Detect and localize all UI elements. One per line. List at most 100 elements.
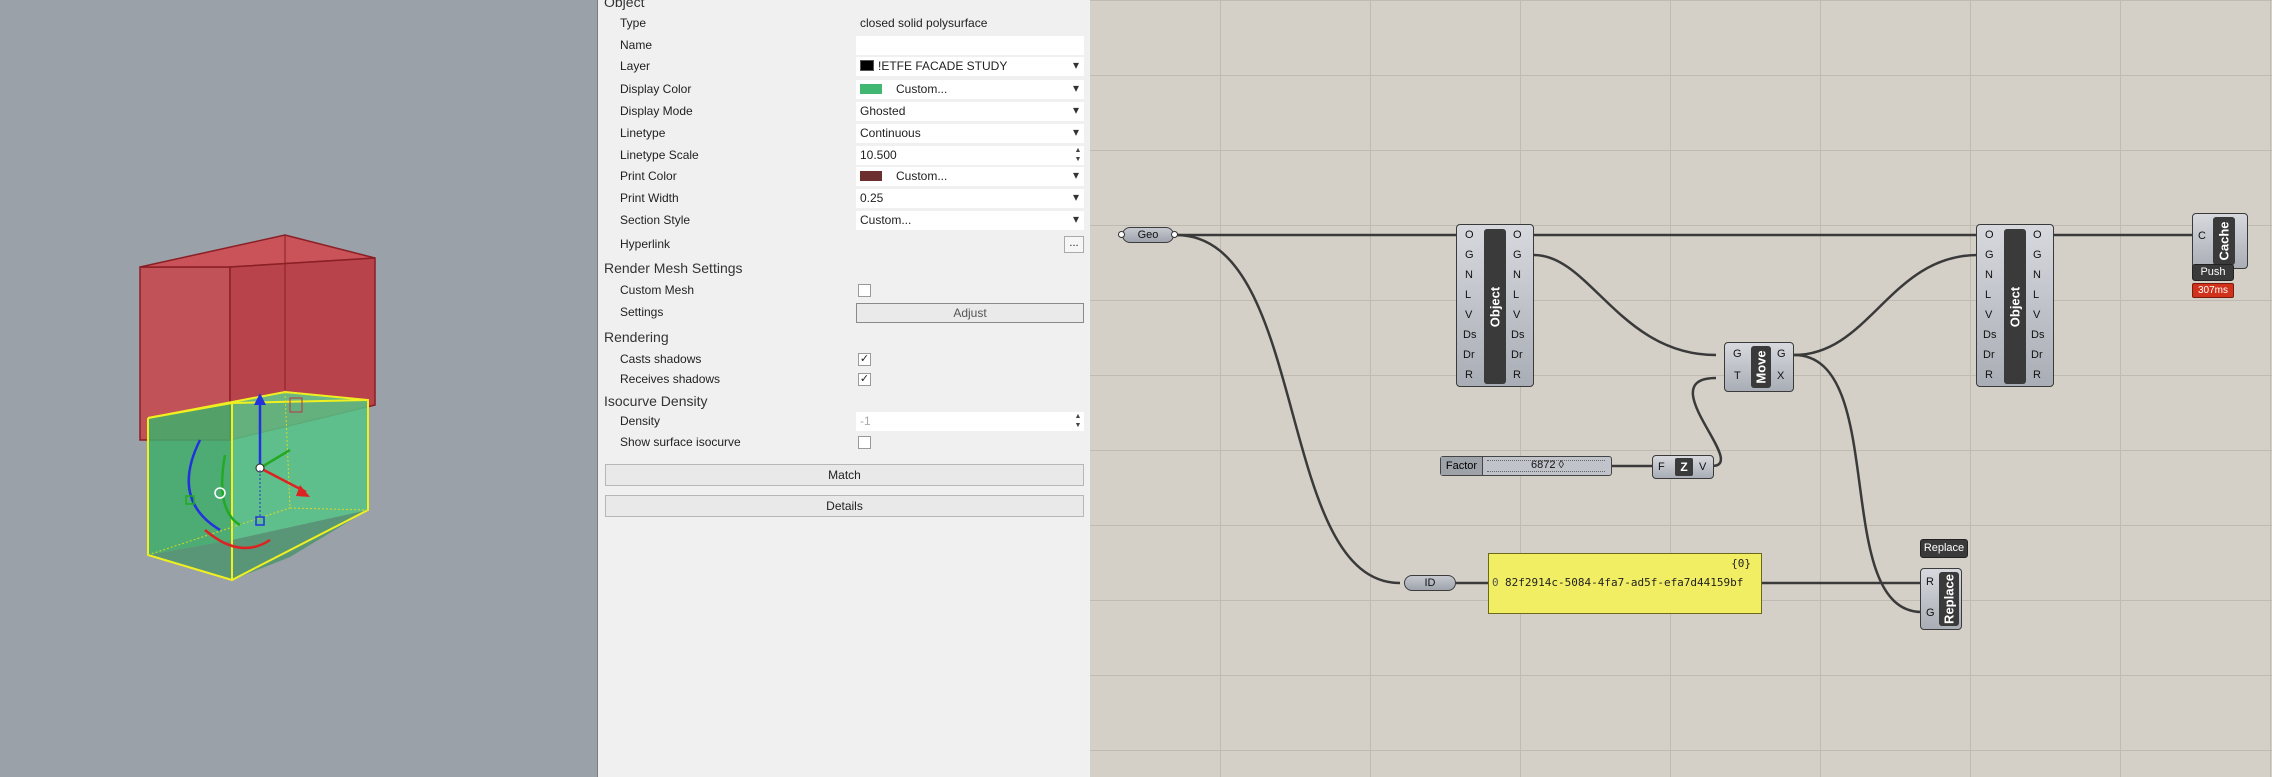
rhino-viewport[interactable] — [0, 0, 597, 777]
port-in-ds[interactable]: Ds — [1463, 329, 1477, 341]
port-in-v[interactable]: V — [1465, 309, 1473, 321]
prop-row-density[interactable]: Density -1▲▼ — [598, 411, 1091, 432]
port-in-g[interactable]: G — [1465, 249, 1474, 261]
prop-label: Casts shadows — [620, 352, 702, 366]
prop-row-show-isocurve[interactable]: Show surface isocurve — [598, 432, 1091, 453]
cache-component[interactable]: C Cache — [2192, 213, 2248, 269]
port-out-dr[interactable]: Dr — [2031, 349, 2043, 361]
print-color-dropdown[interactable]: Custom... — [856, 167, 1084, 186]
prop-row-hyperlink[interactable]: Hyperlink ... — [598, 234, 1091, 255]
prop-row-print-color[interactable]: Print Color Custom... — [598, 166, 1091, 187]
linetype-dropdown[interactable]: Continuous — [856, 124, 1084, 143]
linetype-scale-input[interactable]: 10.500▲▼ — [856, 146, 1084, 165]
spinner-arrows-icon[interactable]: ▲▼ — [1074, 413, 1082, 429]
show-isocurve-checkbox[interactable] — [858, 436, 871, 449]
output-grip[interactable] — [1171, 231, 1178, 238]
port-out-g[interactable]: G — [1777, 348, 1786, 360]
port-in-v[interactable]: V — [1985, 309, 1993, 321]
object-component-2[interactable]: Object O G N L V Ds Dr R O G N L V Ds Dr… — [1976, 224, 2054, 387]
density-input[interactable]: -1▲▼ — [856, 412, 1084, 431]
slider-track[interactable] — [1487, 460, 1605, 472]
port-in-f[interactable]: F — [1658, 461, 1665, 473]
port-in-dr[interactable]: Dr — [1983, 349, 1995, 361]
prop-row-linetype[interactable]: Linetype Continuous — [598, 123, 1091, 144]
port-in-l[interactable]: L — [1985, 289, 1992, 301]
custom-mesh-checkbox[interactable] — [858, 284, 871, 297]
display-color-value: Custom... — [896, 82, 948, 96]
display-color-dropdown[interactable]: Custom... — [856, 80, 1084, 99]
port-out-g[interactable]: G — [2033, 249, 2042, 261]
port-out-v[interactable]: V — [1699, 461, 1707, 473]
port-out-v[interactable]: V — [1513, 309, 1521, 321]
port-in-r[interactable]: R — [1985, 369, 1993, 381]
prop-row-display-mode[interactable]: Display Mode Ghosted — [598, 101, 1091, 122]
gumball-widget[interactable] — [185, 393, 310, 550]
prop-row-custom-mesh[interactable]: Custom Mesh — [598, 280, 1091, 301]
spinner-arrows-icon[interactable]: ▲▼ — [1074, 147, 1082, 163]
port-in-n[interactable]: N — [1465, 269, 1473, 281]
adjust-button[interactable]: Adjust — [856, 303, 1084, 323]
section-style-dropdown[interactable]: Custom... — [856, 211, 1084, 230]
port-out-dr[interactable]: Dr — [1511, 349, 1523, 361]
hyperlink-browse-button[interactable]: ... — [1064, 236, 1084, 253]
port-out-o[interactable]: O — [1513, 229, 1522, 241]
port-out-g[interactable]: G — [1513, 249, 1522, 261]
prop-row-section-style[interactable]: Section Style Custom... — [598, 210, 1091, 231]
prop-row-print-width[interactable]: Print Width 0.25 — [598, 188, 1091, 209]
guid-panel[interactable]: {0} 0 82f2914c-5084-4fa7-ad5f-efa7d44159… — [1488, 553, 1762, 614]
port-out-ds[interactable]: Ds — [2031, 329, 2045, 341]
prop-row-name[interactable]: Name — [598, 35, 1091, 56]
port-in-dr[interactable]: Dr — [1463, 349, 1475, 361]
receives-shadows-checkbox[interactable]: ✓ — [858, 373, 871, 386]
port-in-g[interactable]: G — [1985, 249, 1994, 261]
prop-row-linetype-scale[interactable]: Linetype Scale 10.500▲▼ — [598, 145, 1091, 166]
replace-component[interactable]: R G Replace — [1920, 568, 1962, 630]
prop-row-layer[interactable]: Layer !ETFE FACADE STUDY — [598, 56, 1091, 77]
grasshopper-canvas[interactable]: Geo Object O G N L V Ds Dr R O G N L V D… — [1090, 0, 2272, 777]
port-in-t[interactable]: T — [1734, 370, 1741, 382]
replace-button[interactable]: Replace — [1920, 539, 1968, 558]
green-box-selected[interactable] — [147, 390, 369, 582]
port-out-v[interactable]: V — [2033, 309, 2041, 321]
id-param[interactable]: ID — [1404, 575, 1456, 591]
port-out-o[interactable]: O — [2033, 229, 2042, 241]
port-in-o[interactable]: O — [1985, 229, 1994, 241]
prop-row-settings[interactable]: Settings Adjust — [598, 302, 1091, 323]
port-out-ds[interactable]: Ds — [1511, 329, 1525, 341]
casts-shadows-checkbox[interactable]: ✓ — [858, 353, 871, 366]
port-in-o[interactable]: O — [1465, 229, 1474, 241]
name-input[interactable] — [856, 36, 1084, 55]
port-out-x[interactable]: X — [1777, 370, 1785, 382]
port-out-l[interactable]: L — [1513, 289, 1520, 301]
print-width-dropdown[interactable]: 0.25 — [856, 189, 1084, 208]
port-out-r[interactable]: R — [2033, 369, 2041, 381]
component-name: Move — [1753, 350, 1769, 384]
port-in-g[interactable]: G — [1733, 348, 1742, 360]
port-in-ds[interactable]: Ds — [1983, 329, 1997, 341]
unit-z-component[interactable]: F Z V — [1652, 455, 1714, 479]
port-in-r[interactable]: R — [1465, 369, 1473, 381]
prop-row-casts-shadows[interactable]: Casts shadows ✓ — [598, 349, 1091, 370]
push-button[interactable]: Push — [2192, 264, 2234, 281]
port-out-n[interactable]: N — [2033, 269, 2041, 281]
wire-move-object2 — [1793, 253, 1979, 357]
details-button[interactable]: Details — [605, 495, 1084, 517]
port-out-l[interactable]: L — [2033, 289, 2040, 301]
port-in-n[interactable]: N — [1985, 269, 1993, 281]
display-mode-dropdown[interactable]: Ghosted — [856, 102, 1084, 121]
move-component[interactable]: Move G T G X — [1724, 342, 1794, 392]
prop-row-receives-shadows[interactable]: Receives shadows ✓ — [598, 369, 1091, 390]
prop-row-display-color[interactable]: Display Color Custom... — [598, 79, 1091, 100]
object-component-1[interactable]: Object O G N L V Ds Dr R O G N L V Ds Dr… — [1456, 224, 1534, 387]
factor-slider[interactable]: Factor 6872 ◊ — [1440, 456, 1612, 476]
port-out-r[interactable]: R — [1513, 369, 1521, 381]
port-out-n[interactable]: N — [1513, 269, 1521, 281]
port-in-g[interactable]: G — [1926, 607, 1935, 619]
port-in-l[interactable]: L — [1465, 289, 1472, 301]
layer-dropdown[interactable]: !ETFE FACADE STUDY — [856, 57, 1084, 76]
port-in-c[interactable]: C — [2198, 230, 2206, 242]
geo-param[interactable]: Geo — [1122, 227, 1174, 243]
match-button[interactable]: Match — [605, 464, 1084, 486]
port-in-r[interactable]: R — [1926, 576, 1934, 588]
input-grip[interactable] — [1118, 231, 1125, 238]
